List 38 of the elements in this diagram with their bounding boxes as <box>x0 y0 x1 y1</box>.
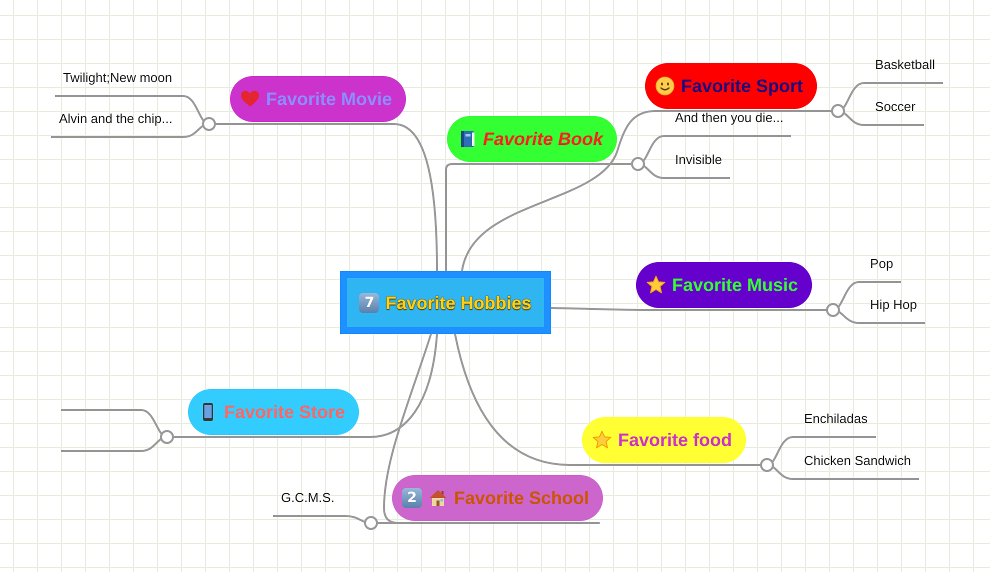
topic-title: Favorite Movie <box>266 88 392 110</box>
subtopic-underline <box>61 450 141 452</box>
main-topic <box>188 389 360 435</box>
topic-title: Favorite Sport <box>681 75 804 97</box>
topic-title: Favorite Book <box>483 128 604 150</box>
main-topic <box>230 76 406 122</box>
subtopic-label: Basketball <box>864 57 944 84</box>
subtopic-label: Chicken Sandwich <box>793 453 919 480</box>
subtopic-label: Pop <box>859 256 902 283</box>
keycap-number: 7 <box>359 292 380 312</box>
connector-line <box>191 333 438 438</box>
connector-line <box>550 307 810 311</box>
main-topic <box>645 63 818 109</box>
connector-line <box>383 333 600 524</box>
subtopic-label: Invisible <box>664 152 730 179</box>
central-topic <box>340 271 551 334</box>
subtopic-label: Soccer <box>864 99 924 126</box>
subtopic-label: G.C.M.S. <box>273 490 346 517</box>
topic-title: Favorite Music <box>672 274 798 296</box>
subtopic-label: Twilight;New moon <box>55 70 184 97</box>
main-topic <box>636 262 812 308</box>
main-topic <box>392 475 604 521</box>
keycap-number: 2 <box>402 488 422 508</box>
topic-title: Favorite food <box>618 429 732 451</box>
connector-line <box>233 123 438 272</box>
subtopic-underline <box>61 409 141 411</box>
connector-line <box>461 110 814 272</box>
connector-line <box>454 333 744 466</box>
topic-title: Favorite School <box>454 487 590 509</box>
topic-title: Favorite Store <box>224 401 346 423</box>
subtopic-label: Enchiladas <box>793 411 876 438</box>
topic-title: Favorite Hobbies <box>385 292 532 314</box>
subtopic-label: Alvin and the chip... <box>51 111 184 138</box>
connector-line <box>344 515 397 524</box>
subtopic-label: Hip Hop <box>859 297 926 324</box>
main-topic <box>447 116 618 162</box>
main-topic <box>582 417 746 463</box>
connector-line <box>445 163 614 272</box>
